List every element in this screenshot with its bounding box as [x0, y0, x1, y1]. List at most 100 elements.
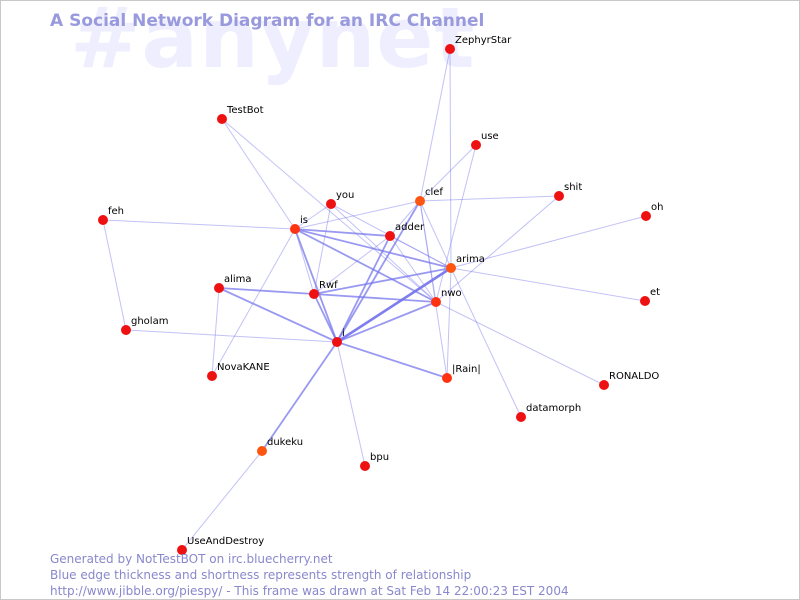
- edge-i-bpu: [336, 341, 366, 467]
- node-label-adder: adder: [395, 222, 425, 233]
- node-label-use: use: [481, 131, 499, 142]
- node-label-feh: feh: [108, 206, 124, 217]
- node-label-testbot: TestBot: [226, 105, 264, 116]
- node-dot-is: [290, 224, 300, 234]
- channel-watermark: #anynet: [70, 0, 476, 87]
- node-bpu: bpu: [360, 452, 389, 471]
- edge-alima-novakane: [211, 287, 220, 377]
- node-dot-use: [471, 140, 481, 150]
- node-dot-et: [640, 296, 650, 306]
- node-dot-you: [326, 199, 336, 209]
- node-label-you: you: [336, 190, 354, 201]
- node-gholam: gholam: [121, 316, 168, 335]
- node-label-novakane: NovaKANE: [217, 362, 270, 373]
- node-et: et: [640, 287, 660, 306]
- edge-clef-arima: [419, 200, 452, 269]
- node-label-arima: arima: [456, 254, 485, 265]
- edge-rwf-nwo: [313, 293, 437, 303]
- node-dot-gholam: [121, 325, 131, 335]
- edge-adder-rwf: [313, 235, 391, 295]
- node-dot-ronaldo: [599, 380, 609, 390]
- edge-arima-et: [450, 267, 646, 302]
- edge-you-nwo: [330, 203, 437, 303]
- edge-arima-rain: [446, 267, 452, 379]
- edge-oh-arima: [450, 215, 647, 269]
- node-dot-alima: [214, 283, 224, 293]
- edge-i-rain: [336, 341, 448, 379]
- edge-dukeku-useanddestroy: [181, 450, 263, 551]
- edge-arima-rwf: [313, 267, 452, 295]
- edge-i-dukeku: [261, 341, 338, 452]
- node-ronaldo: RONALDO: [599, 371, 659, 390]
- edge-clef-adder: [389, 200, 421, 237]
- node-label-datamorph: datamorph: [526, 403, 581, 414]
- node-clef: clef: [415, 187, 443, 206]
- edge-rwf-i: [313, 293, 338, 343]
- footer-legend-note: Blue edge thickness and shortness repres…: [50, 568, 472, 582]
- node-dot-oh: [641, 211, 651, 221]
- node-nwo: nwo: [431, 288, 462, 307]
- edge-is-adder: [294, 228, 391, 237]
- edge-testbot-is: [221, 118, 296, 230]
- edge-layer: [102, 48, 647, 551]
- node-label-nwo: nwo: [441, 288, 462, 299]
- node-rain: |Rain|: [442, 364, 481, 383]
- edge-alima-i: [218, 287, 338, 343]
- node-label-et: et: [650, 287, 660, 298]
- node-dot-zephyrstar: [445, 44, 455, 54]
- edge-clef-shit: [419, 195, 560, 202]
- node-dukeku: dukeku: [257, 437, 303, 456]
- node-is: is: [290, 215, 308, 234]
- node-label-bpu: bpu: [370, 452, 389, 463]
- edge-adder-nwo: [389, 235, 437, 303]
- edge-is-arima: [294, 228, 452, 269]
- node-label-is: is: [300, 215, 308, 226]
- edge-you-is: [294, 203, 332, 230]
- node-feh: feh: [98, 206, 124, 225]
- edge-arima-datamorph: [450, 267, 522, 418]
- edge-is-novakane: [211, 228, 296, 377]
- edge-is-nwo: [294, 228, 437, 303]
- node-zephyrstar: ZephyrStar: [445, 35, 512, 54]
- node-label-i: i: [342, 328, 345, 339]
- node-label-clef: clef: [425, 187, 443, 198]
- footer-generated-by: Generated by NotTestBOT on irc.bluecherr…: [50, 552, 333, 566]
- node-label-alima: alima: [224, 274, 252, 285]
- node-label-rwf: Rwf: [319, 280, 338, 291]
- node-arima: arima: [446, 254, 485, 273]
- node-dot-feh: [98, 215, 108, 225]
- edge-zephyrstar-clef: [419, 48, 451, 202]
- node-dot-rwf: [309, 289, 319, 299]
- node-label-shit: shit: [564, 182, 582, 193]
- edge-feh-gholam: [102, 219, 127, 331]
- node-dot-clef: [415, 196, 425, 206]
- edge-gholam-i: [125, 329, 338, 343]
- node-i: i: [332, 328, 345, 347]
- node-novakane: NovaKANE: [207, 362, 270, 381]
- edge-you-rwf: [313, 203, 332, 295]
- edge-adder-i: [336, 235, 391, 343]
- node-dot-i: [332, 337, 342, 347]
- node-alima: alima: [214, 274, 252, 293]
- node-datamorph: datamorph: [516, 403, 581, 422]
- edge-nwo-i: [336, 301, 437, 343]
- edge-use-nwo: [435, 144, 477, 303]
- edge-adder-arima: [389, 235, 452, 269]
- edge-is-i: [294, 228, 338, 343]
- node-dot-rain: [442, 373, 452, 383]
- node-useanddestroy: UseAndDestroy: [177, 536, 264, 555]
- edge-alima-rwf: [218, 287, 315, 295]
- node-testbot: TestBot: [217, 105, 264, 124]
- edge-arima-i: [336, 266, 452, 344]
- node-label-ronaldo: RONALDO: [609, 371, 659, 382]
- edge-clef-rain: [419, 200, 448, 379]
- node-label-rain: |Rain|: [452, 364, 481, 375]
- node-dot-shit: [554, 191, 564, 201]
- edge-clef-is: [294, 200, 421, 230]
- node-label-oh: oh: [651, 202, 663, 213]
- node-dot-dukeku: [257, 446, 267, 456]
- node-label-dukeku: dukeku: [267, 437, 303, 448]
- node-dot-nwo: [431, 297, 441, 307]
